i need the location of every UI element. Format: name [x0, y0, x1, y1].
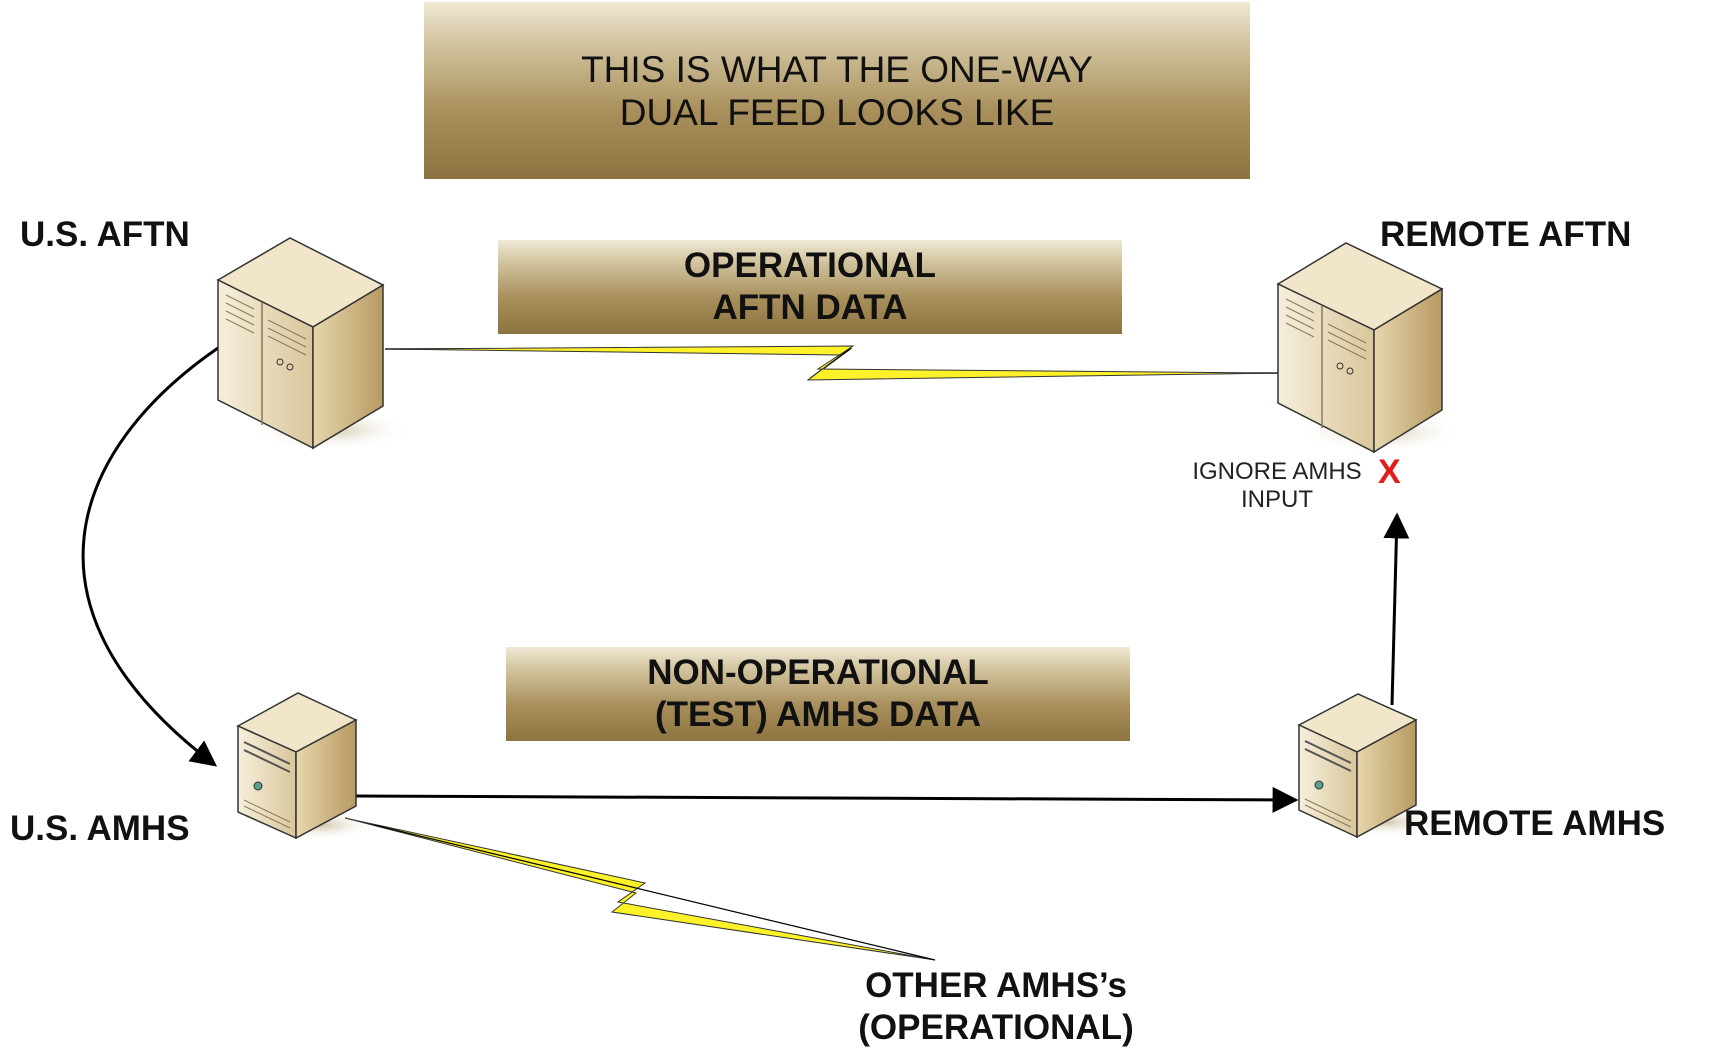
other-amhs-line-2: (OPERATIONAL) [858, 1008, 1134, 1047]
operational-aftn-link [384, 345, 1279, 381]
remote-amhs-server-icon [1297, 693, 1443, 839]
other-amhs-line-1: OTHER AMHS’s [865, 966, 1127, 1005]
aftn-to-amhs-arrow [81, 346, 219, 767]
title-line-2: DUAL FEED LOOKS LIKE [619, 91, 1055, 133]
test-label-line-1: NON-OPERATIONAL [647, 653, 989, 692]
ignore-note-line-1: IGNORE AMHS [1192, 458, 1362, 485]
title-line-1: THIS IS WHAT THE ONE-WAY [581, 48, 1093, 90]
ignore-x-mark: X [1378, 453, 1401, 491]
ignore-amhs-note: IGNORE AMHS INPUT [1172, 458, 1382, 514]
other-amhs-label: OTHER AMHS’s (OPERATIONAL) [836, 965, 1156, 1049]
operational-aftn-banner: OPERATIONAL AFTN DATA [498, 240, 1122, 334]
operational-label-line-2: AFTN DATA [712, 288, 908, 327]
us-amhs-server-icon [236, 692, 378, 840]
test-amhs-banner: NON-OPERATIONAL (TEST) AMHS DATA [506, 647, 1130, 741]
us-amhs-label: U.S. AMHS [10, 809, 190, 848]
remote-aftn-label: REMOTE AFTN [1380, 215, 1632, 254]
other-amhs-link [344, 817, 936, 961]
title-banner: THIS IS WHAT THE ONE-WAY DUAL FEED LOOKS… [424, 2, 1250, 179]
remote-amhs-to-aftn-arrow [1383, 512, 1410, 706]
remote-aftn-server-icon [1276, 242, 1462, 454]
us-aftn-server-icon [216, 237, 410, 450]
operational-label-line-1: OPERATIONAL [683, 246, 937, 285]
ignore-note-line-2: INPUT [1241, 486, 1313, 513]
test-amhs-data-arrow [355, 786, 1299, 813]
remote-amhs-label: REMOTE AMHS [1404, 804, 1666, 843]
us-aftn-label: U.S. AFTN [20, 215, 190, 254]
test-label-line-2: (TEST) AMHS DATA [655, 695, 981, 734]
